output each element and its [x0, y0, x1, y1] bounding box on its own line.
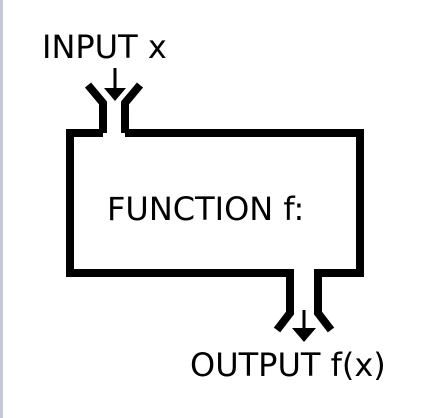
left-border [0, 0, 3, 418]
input-funnel [84, 82, 144, 133]
function-label: FUNCTION f: [107, 190, 304, 228]
input-label: INPUT x [42, 28, 167, 66]
output-funnel [273, 303, 335, 333]
function-box [66, 129, 364, 303]
input-arrow [104, 68, 126, 101]
output-label: OUTPUT f(x) [190, 346, 386, 384]
output-arrow [292, 310, 316, 342]
